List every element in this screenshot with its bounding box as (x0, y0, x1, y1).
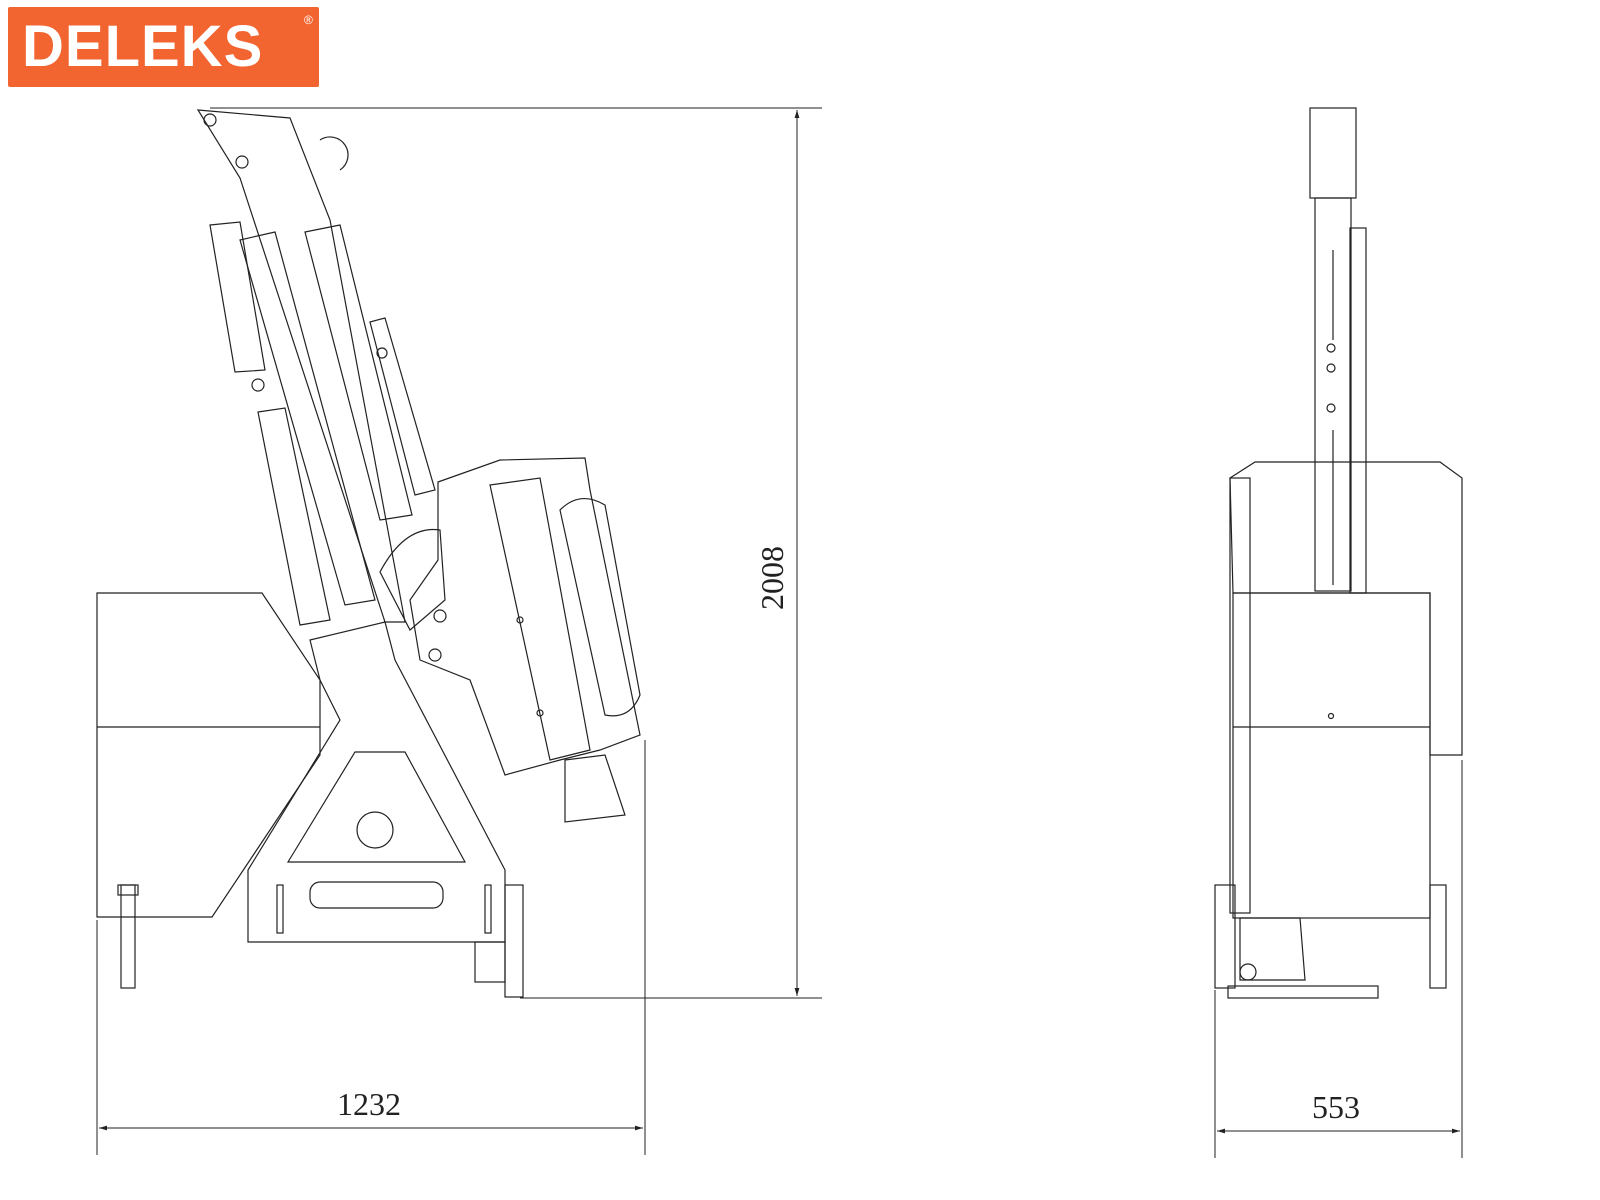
registered-mark: ® (304, 13, 313, 27)
side-view (96, 109, 641, 998)
deleks-logo: DELEKS ® (8, 7, 319, 87)
front-view (1214, 107, 1463, 999)
dimension-lines (96, 107, 1463, 1158)
logo-text: DELEKS (22, 14, 264, 79)
hydraulic-tank (559, 498, 641, 717)
width-dimension-label: 553 (1312, 1089, 1360, 1125)
wedge (564, 754, 626, 823)
length-dimension-label: 1232 (337, 1086, 401, 1122)
height-dimension-label: 2008 (754, 546, 790, 610)
front-mast-head (1309, 107, 1357, 199)
a-frame (247, 621, 506, 943)
support-leg (120, 884, 136, 989)
front-splitter (1229, 461, 1463, 756)
boom-arm (196, 109, 406, 623)
base-housing (96, 592, 321, 918)
splitter-head (409, 457, 641, 776)
front-mast (1314, 197, 1352, 592)
front-housing (1232, 592, 1431, 919)
